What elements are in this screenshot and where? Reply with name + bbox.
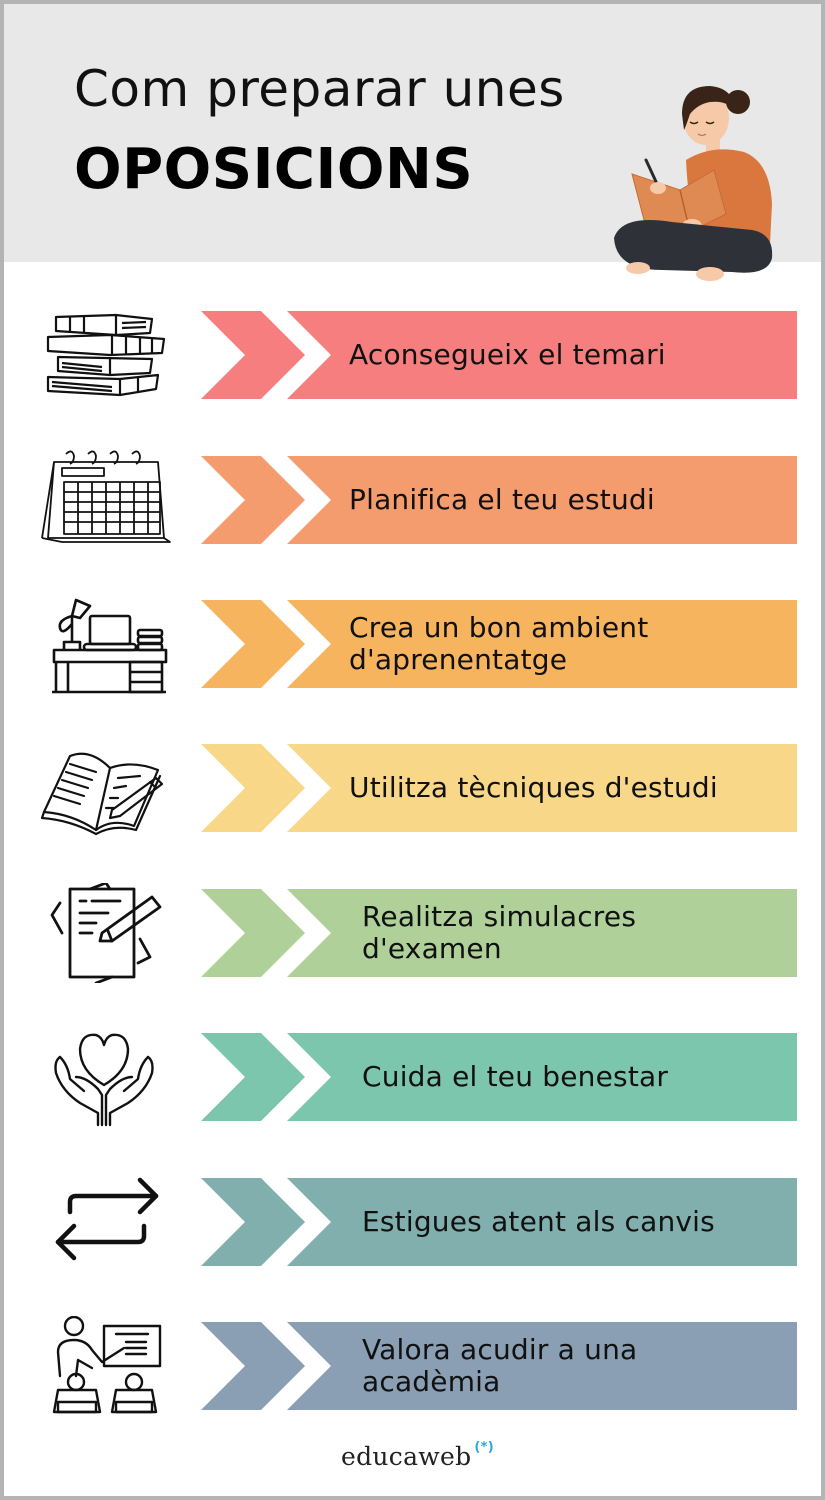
stack-of-books-icon <box>46 313 166 397</box>
step-3: Crea un bon ambient d'aprenentatge <box>4 598 825 694</box>
step-label: Planifica el teu estudi <box>349 483 655 516</box>
step-4: Utilitza tècniques d'estudi <box>4 744 825 836</box>
header: Com preparar unes OPOSICIONS <box>4 4 821 262</box>
step-7: Estigues atent als canvis <box>4 1177 825 1266</box>
brand-name: educaweb <box>341 1442 472 1471</box>
step-label: Cuida el teu benestar <box>362 1060 669 1093</box>
calendar-icon <box>41 450 171 543</box>
woman-reading-book-illustration <box>614 86 773 281</box>
heart-in-hands-icon <box>54 1033 154 1127</box>
open-notebook-pencil-icon <box>40 752 164 836</box>
step-2: Planifica el teu estudi <box>4 450 825 544</box>
step-label: Utilitza tècniques d'estudi <box>349 771 718 804</box>
exam-sheet-pencil-icon <box>50 883 162 983</box>
step-8: Valora acudir a una acadèmia <box>4 1316 825 1414</box>
brand-asterisk-mark: (*) <box>474 1440 494 1455</box>
page-title-line1: Com preparar unes <box>74 60 565 118</box>
step-band <box>201 1322 797 1410</box>
classroom-teacher-icon <box>52 1316 162 1414</box>
step-band <box>201 311 797 399</box>
educaweb-logo: educaweb(*) <box>341 1440 494 1471</box>
step-band <box>201 889 797 977</box>
step-band <box>201 456 797 544</box>
step-label: Realitza simulacres d'examen <box>362 900 637 965</box>
step-band <box>201 600 797 688</box>
swap-arrows-icon <box>55 1177 159 1261</box>
step-band <box>201 1178 797 1266</box>
step-label: Valora acudir a una acadèmia <box>362 1333 638 1398</box>
step-label: Aconsegueix el temari <box>349 338 666 371</box>
study-desk-icon <box>52 598 168 694</box>
step-label: Estigues atent als canvis <box>362 1205 715 1238</box>
step-5: Realitza simulacres d'examen <box>4 883 825 983</box>
step-1: Aconsegueix el temari <box>4 311 825 399</box>
page-title-line2: OPOSICIONS <box>74 137 474 202</box>
step-band <box>201 1033 797 1121</box>
step-band <box>201 744 797 832</box>
step-label: Crea un bon ambient d'aprenentatge <box>349 611 649 676</box>
step-6: Cuida el teu benestar <box>4 1033 825 1127</box>
